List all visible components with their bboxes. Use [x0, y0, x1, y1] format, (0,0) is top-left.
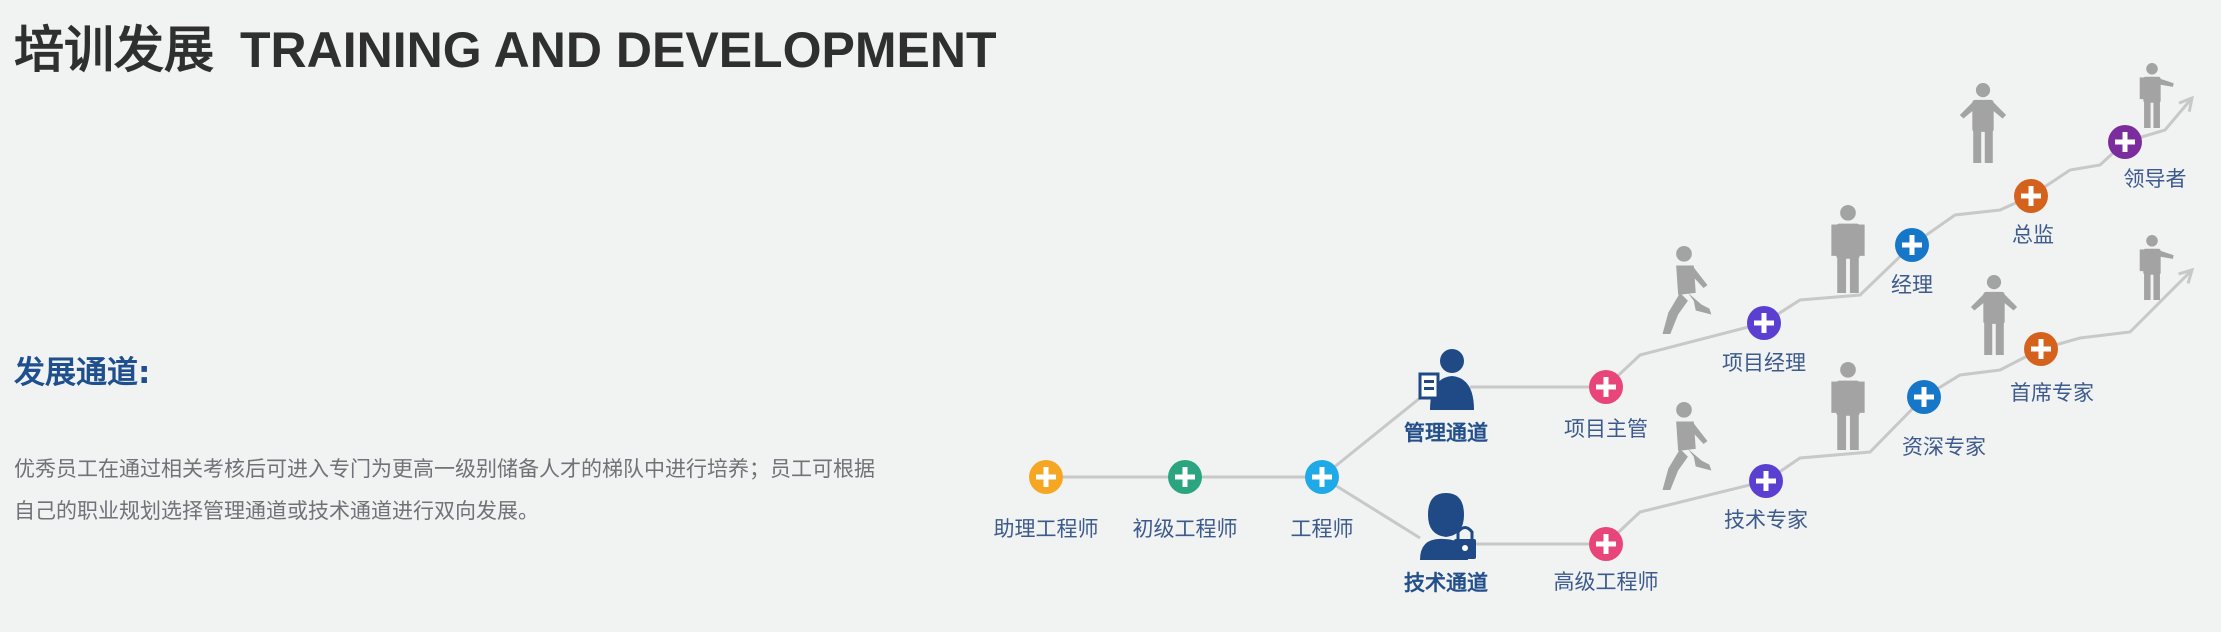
- level-node-entry-0: [1029, 460, 1063, 494]
- level-node-management-4: [2108, 125, 2142, 159]
- channel-label-technical: 技术通道: [1404, 571, 1488, 595]
- level-label-management-3: 总监: [2012, 223, 2054, 247]
- level-label-management-1: 项目经理: [1722, 351, 1806, 375]
- level-node-technical-1: [1749, 464, 1783, 498]
- technical-path-line: [1470, 270, 2192, 544]
- level-node-technical-0: [1589, 527, 1623, 561]
- person-figure-walking-management: [1662, 246, 1711, 334]
- level-nodes: [1029, 125, 2142, 561]
- level-label-technical-0: 高级工程师: [1554, 570, 1659, 594]
- level-label-entry-0: 助理工程师: [994, 517, 1099, 541]
- level-node-management-2: [1895, 228, 1929, 262]
- level-label-management-4: 领导者: [2124, 167, 2187, 191]
- person-figure-pointing-technical: [2140, 235, 2174, 300]
- level-node-technical-3: [2024, 332, 2058, 366]
- level-label-management-0: 项目主管: [1564, 417, 1648, 441]
- person-figure-standing-management: [1831, 205, 1864, 293]
- level-label-entry-1: 初级工程师: [1133, 517, 1238, 541]
- person-figure-standing-technical: [1831, 362, 1864, 450]
- level-label-technical-1: 技术专家: [1724, 508, 1808, 532]
- technician-lock-icon: [1420, 493, 1476, 560]
- level-node-entry-2: [1305, 460, 1339, 494]
- manager-icon: [1420, 349, 1474, 410]
- person-figure-pointing-management: [2140, 63, 2174, 128]
- level-node-management-0: [1589, 370, 1623, 404]
- level-label-management-2: 经理: [1891, 273, 1933, 297]
- person-figure-arms-technical: [1971, 275, 2017, 355]
- level-label-entry-2: 工程师: [1291, 517, 1354, 541]
- level-node-management-1: [1747, 306, 1781, 340]
- level-node-entry-1: [1168, 460, 1202, 494]
- level-label-technical-2: 资深专家: [1902, 435, 1986, 459]
- level-node-management-3: [2014, 179, 2048, 213]
- level-label-technical-3: 首席专家: [2010, 381, 2094, 405]
- path-lines: [1046, 98, 2192, 544]
- channel-icons: [1420, 349, 1476, 560]
- person-figure-arms-management: [1960, 83, 2006, 163]
- channel-label-management: 管理通道: [1404, 421, 1488, 445]
- person-figure-walking-technical: [1662, 402, 1711, 490]
- level-node-technical-2: [1907, 380, 1941, 414]
- management-path-line: [1470, 98, 2192, 387]
